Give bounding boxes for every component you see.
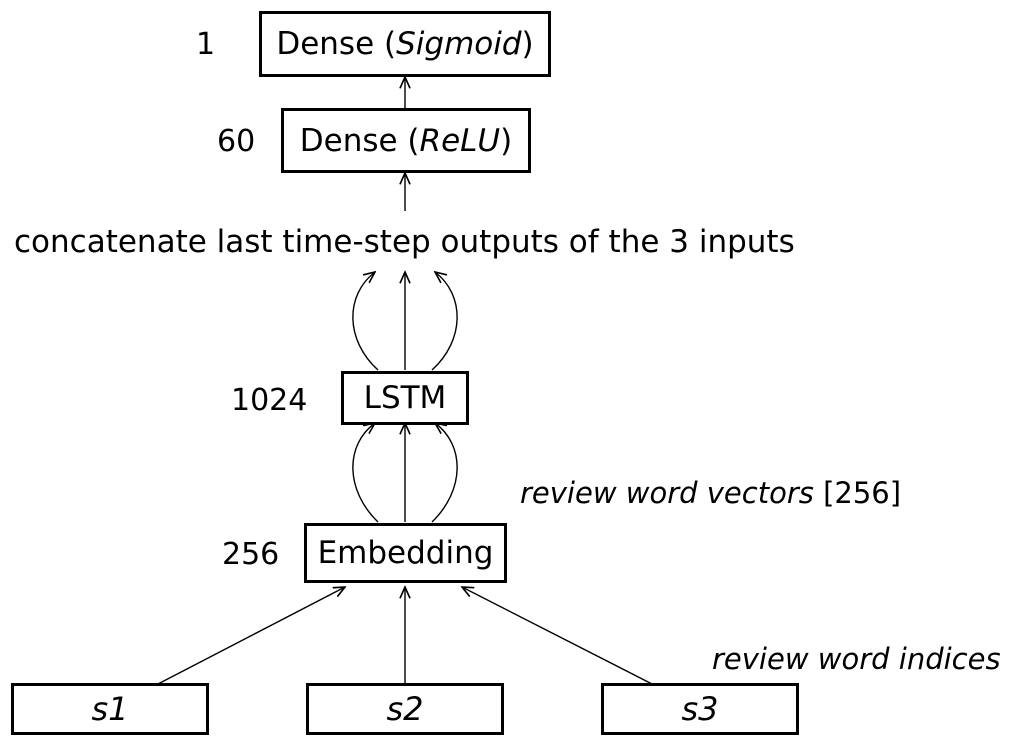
input-s1: s1 <box>11 683 209 735</box>
dense-sigmoid-prefix: Dense ( <box>276 26 397 62</box>
edge-lstm-concat-right <box>431 272 458 371</box>
edge-lstm-concat-left <box>352 272 379 371</box>
dense-relu-node: Dense (ReLU) <box>281 108 531 173</box>
edge-embedding-lstm-left <box>352 423 379 523</box>
dense-relu-units: 60 <box>217 124 256 159</box>
dense-sigmoid-units: 1 <box>196 27 216 62</box>
embedding-units: 256 <box>222 537 280 572</box>
dense-sigmoid-node: Dense (Sigmoid) <box>259 11 551 77</box>
input-s3: s3 <box>601 683 799 735</box>
edge-s1-embedding <box>157 587 345 685</box>
word-vectors-dim: [256] <box>823 476 902 510</box>
lstm-node: LSTM <box>341 371 469 425</box>
word-indices-label: review word indices <box>712 642 1001 676</box>
embedding-node: Embedding <box>304 523 507 583</box>
edge-s3-embedding <box>462 587 653 685</box>
dense-sigmoid-activation: Sigmoid <box>396 26 522 62</box>
dense-sigmoid-suffix: ) <box>521 26 534 62</box>
input-s2: s2 <box>306 683 504 735</box>
concatenate-label: concatenate last time-step outputs of th… <box>14 224 795 260</box>
word-vectors-text: review word vectors <box>520 476 814 510</box>
word-vectors-label: review word vectors [256] <box>520 476 901 510</box>
dense-relu-activation: ReLU <box>419 122 501 159</box>
dense-relu-prefix: Dense ( <box>299 122 420 159</box>
lstm-units: 1024 <box>231 383 308 418</box>
dense-relu-suffix: ) <box>500 122 513 159</box>
edge-embedding-lstm-right <box>431 423 458 523</box>
